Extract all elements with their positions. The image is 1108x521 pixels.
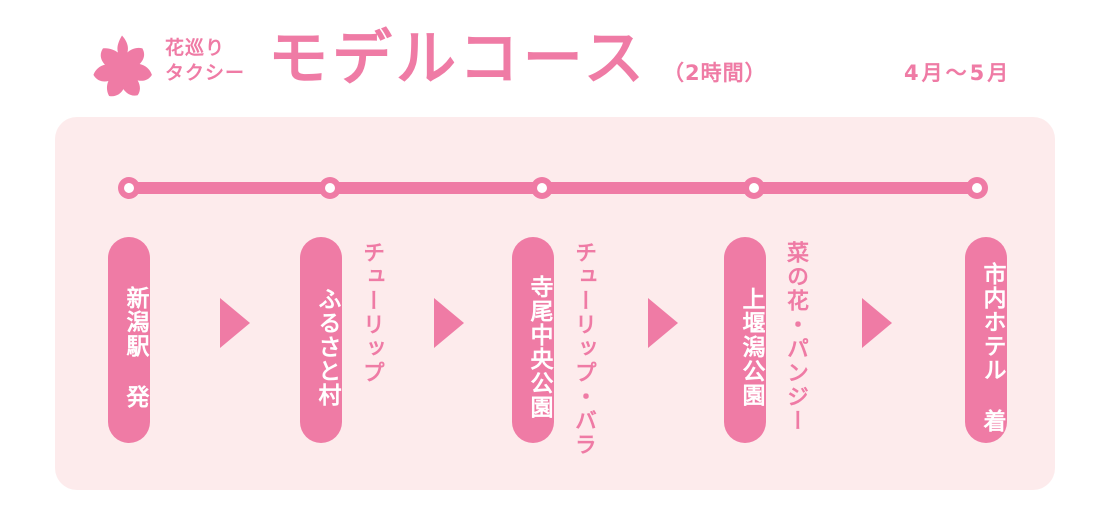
flow-arrow-icon: [862, 298, 892, 348]
duration-label: （2時間）: [663, 61, 767, 85]
track-node: [531, 177, 553, 199]
season-label: 4月〜5月: [904, 61, 1012, 85]
flow-arrow-icon: [434, 298, 464, 348]
brand-line-1: 花巡り: [165, 37, 226, 59]
track-node: [118, 177, 140, 199]
course-card: [55, 117, 1055, 490]
sakura-blossom-icon: [86, 30, 158, 98]
flow-arrow-icon: [220, 298, 250, 348]
page-header: 花巡り タクシー モデルコース （2時間） 4月〜5月: [0, 0, 1108, 117]
flow-arrow-icon: [648, 298, 678, 348]
stop-name: ふるさと村: [300, 237, 342, 443]
track-node: [966, 177, 988, 199]
stop-name: 上堰潟公園: [724, 237, 766, 443]
track-node: [743, 177, 765, 199]
page-title: モデルコース: [268, 24, 648, 94]
stop-name: 寺尾中央公園: [512, 237, 554, 443]
stop-caption: チューリップ・バラ: [571, 241, 596, 457]
stop-caption: チューリップ: [359, 241, 384, 385]
stop-name: 市内ホテル 着: [965, 237, 1007, 443]
track-node: [319, 177, 341, 199]
brand-line-2: タクシー: [165, 62, 246, 84]
track-line: [129, 182, 977, 194]
course-track: [118, 177, 988, 199]
stop-caption: 菜の花・パンジー: [783, 241, 808, 433]
brand-name: 花巡り タクシー: [165, 36, 275, 86]
stop-name: 新潟駅 発: [108, 237, 150, 443]
